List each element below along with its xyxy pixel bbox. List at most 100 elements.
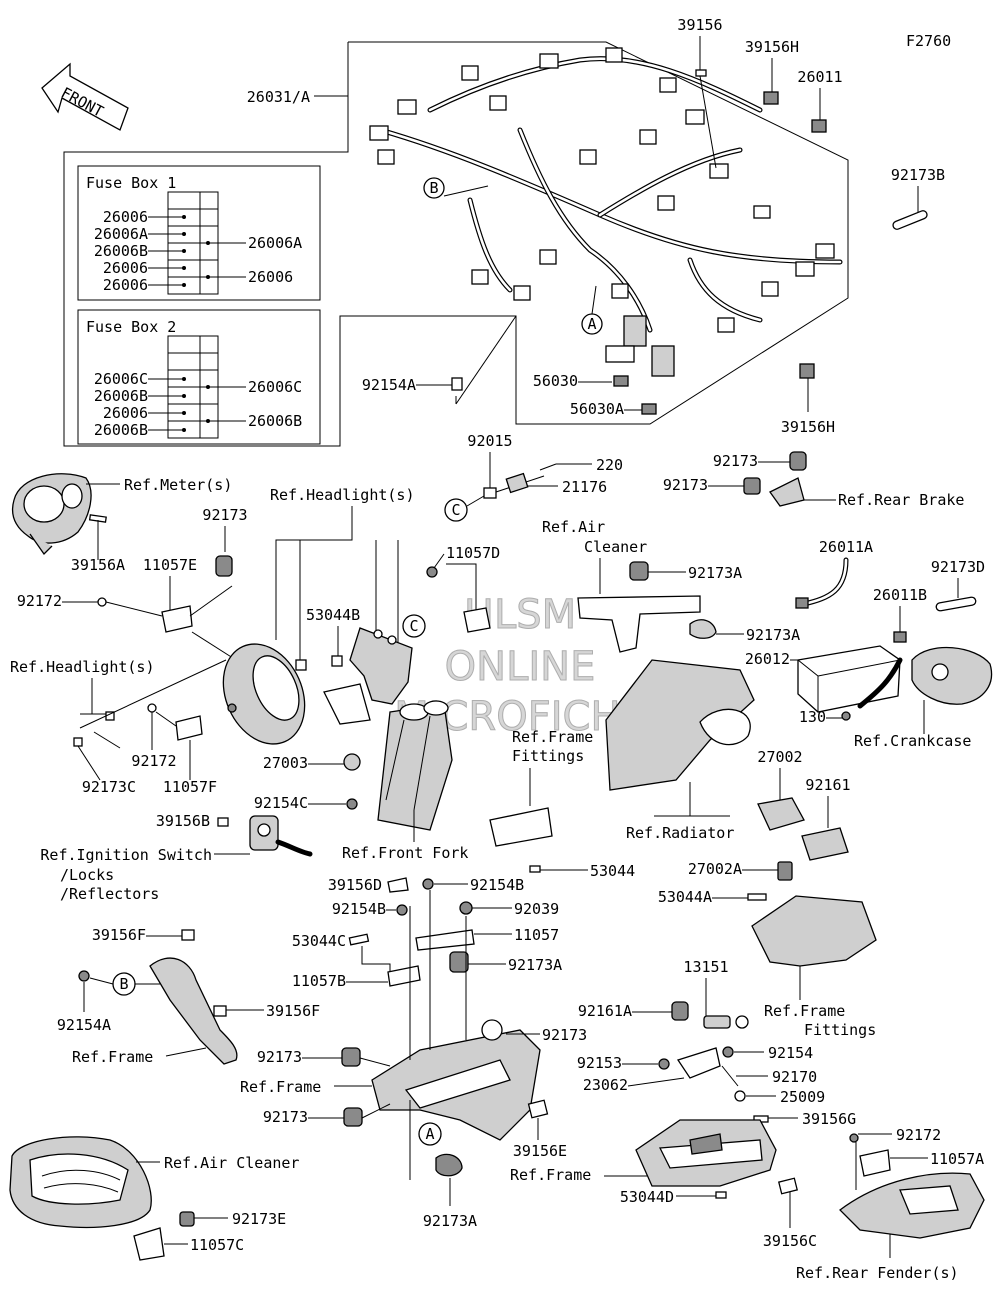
fuse-26011A — [795, 597, 809, 609]
main-harness-group: B A — [63, 41, 849, 447]
bracket-frame-fittings-1 — [489, 807, 553, 847]
label-92173-rear-brake-2: 92173 — [663, 476, 708, 494]
grommet-53044B — [331, 655, 343, 667]
fuse-box-1-right-2: 26006 — [248, 268, 293, 286]
sticker-39156D — [387, 877, 409, 893]
label-220: 220 — [596, 456, 623, 474]
damper-92161 — [801, 827, 849, 861]
ref-crankcase: Ref.Crankcase — [854, 732, 971, 750]
label-39156F-1: 39156F — [92, 926, 146, 944]
clamp-92173A-4 — [435, 1153, 463, 1177]
grommet-92173C-2 — [73, 737, 83, 747]
connector-39156H-top — [763, 91, 779, 105]
bolt-92153 — [658, 1058, 670, 1070]
ref-air-cleaner-2: Cleaner — [584, 538, 647, 556]
ref-frame-fittings-1b: Fittings — [512, 747, 584, 765]
label-92173A-3: 92173A — [508, 956, 562, 974]
bracket-11057D — [463, 607, 491, 633]
clamp-92173-rear-brake-1 — [789, 451, 807, 471]
label-56030: 56030 — [533, 372, 578, 390]
ref-rear-fender: Ref.Rear Fender(s) — [796, 1264, 959, 1282]
sticker-39156E — [527, 1099, 549, 1119]
bolt-92154B-2 — [396, 904, 408, 916]
fuse-box-1-left-2: 26006A — [94, 225, 148, 243]
label-92154B-2: 92154B — [332, 900, 386, 918]
bolt-92154 — [722, 1046, 734, 1058]
fuse-box-1-right-1: 26006A — [248, 234, 302, 252]
relay-27002 — [757, 797, 805, 831]
sticker-53044D — [715, 1191, 727, 1199]
clamp-92173E — [179, 1211, 195, 1227]
clamp-92173A-1 — [629, 561, 649, 581]
label-92154A: 92154A — [362, 376, 416, 394]
bracket-11057F — [175, 715, 203, 741]
crankcase-starter — [911, 646, 993, 705]
label-11057E: 11057E — [143, 556, 197, 574]
air-cleaner-housing — [9, 1136, 152, 1229]
fuse-box-2-left-1: 26006C — [94, 370, 148, 388]
frame-center — [371, 1019, 541, 1141]
label-26012: 26012 — [745, 650, 790, 668]
label-39156D: 39156D — [328, 876, 382, 894]
cap-92015 — [483, 487, 497, 499]
grommet-headlight — [295, 659, 307, 671]
label-23062: 23062 — [583, 1076, 628, 1094]
fuse-26011 — [811, 119, 827, 133]
label-92172-c: 92172 — [896, 1126, 941, 1144]
fuse-box-2-left-3: 26006 — [103, 404, 148, 422]
label-92173B: 92173B — [891, 166, 945, 184]
ref-ignition-switch-1: Ref.Ignition Switch — [40, 846, 212, 864]
sticker-39156B — [217, 817, 229, 827]
label-39156-top: 39156 — [677, 16, 722, 34]
sticker-39156F-1 — [181, 929, 195, 941]
label-92154B-1: 92154B — [470, 876, 524, 894]
callout-circle-c-1 — [444, 498, 468, 522]
label-13151: 13151 — [683, 958, 728, 976]
ref-headlight-2: Ref.Headlight(s) — [10, 658, 155, 676]
ref-air-cleaner-1: Ref.Air — [542, 518, 605, 536]
label-25009: 25009 — [780, 1088, 825, 1106]
bolt-130 — [841, 711, 851, 721]
clamp-92173D — [935, 596, 977, 612]
clamp-92173-center-3 — [343, 1107, 363, 1127]
label-26011-top: 26011 — [797, 68, 842, 86]
label-11057A: 11057A — [930, 1150, 984, 1168]
relay-27002A — [777, 861, 793, 881]
label-26011B: 26011B — [873, 586, 927, 604]
frame-left — [149, 957, 238, 1065]
bracket-11057C — [133, 1227, 165, 1261]
ref-frame-fittings-2a: Ref.Frame — [764, 1002, 845, 1020]
label-92173E: 92173E — [232, 1210, 286, 1228]
watermark-line-2: ONLINE — [445, 644, 596, 690]
label-92015: 92015 — [467, 432, 512, 450]
label-53044D: 53044D — [620, 1188, 674, 1206]
bolt-92154C — [346, 798, 358, 810]
label-39156H-top: 39156H — [745, 38, 799, 56]
watermark-line-1: HLSM — [464, 592, 576, 638]
label-26011A: 26011A — [819, 538, 873, 556]
label-92173-center-3: 92173 — [263, 1108, 308, 1126]
label-39156A: 39156A — [71, 556, 125, 574]
fuse-box-1: Fuse Box 1 26006 26006A 26006B 26006 260… — [77, 165, 321, 301]
ref-front-fork: Ref.Front Fork — [342, 844, 468, 862]
fuse-box-1-left-1: 26006 — [103, 208, 148, 226]
ref-frame-fittings-1a: Ref.Frame — [512, 728, 593, 746]
label-11057F: 11057F — [163, 778, 217, 796]
label-39156C: 39156C — [763, 1232, 817, 1250]
ref-frame-3: Ref.Frame — [510, 1166, 591, 1184]
callout-c-1-label: C — [451, 501, 460, 519]
callout-circle-c-2 — [402, 614, 426, 638]
rear-fender — [839, 1172, 985, 1239]
sticker-39156F-2 — [213, 1005, 227, 1017]
ref-meter: Ref.Meter(s) — [124, 476, 232, 494]
label-53044: 53044 — [590, 862, 635, 880]
tape-56030A — [641, 403, 657, 415]
label-39156F-2: 39156F — [266, 1002, 320, 1020]
ref-radiator: Ref.Radiator — [626, 824, 734, 842]
label-11057B: 11057B — [292, 972, 346, 990]
label-92173-rear-brake-1: 92173 — [713, 452, 758, 470]
sensor-13151 — [703, 1015, 749, 1029]
label-53044C: 53044C — [292, 932, 346, 950]
front-arrow-icon: FRONT — [41, 62, 129, 131]
